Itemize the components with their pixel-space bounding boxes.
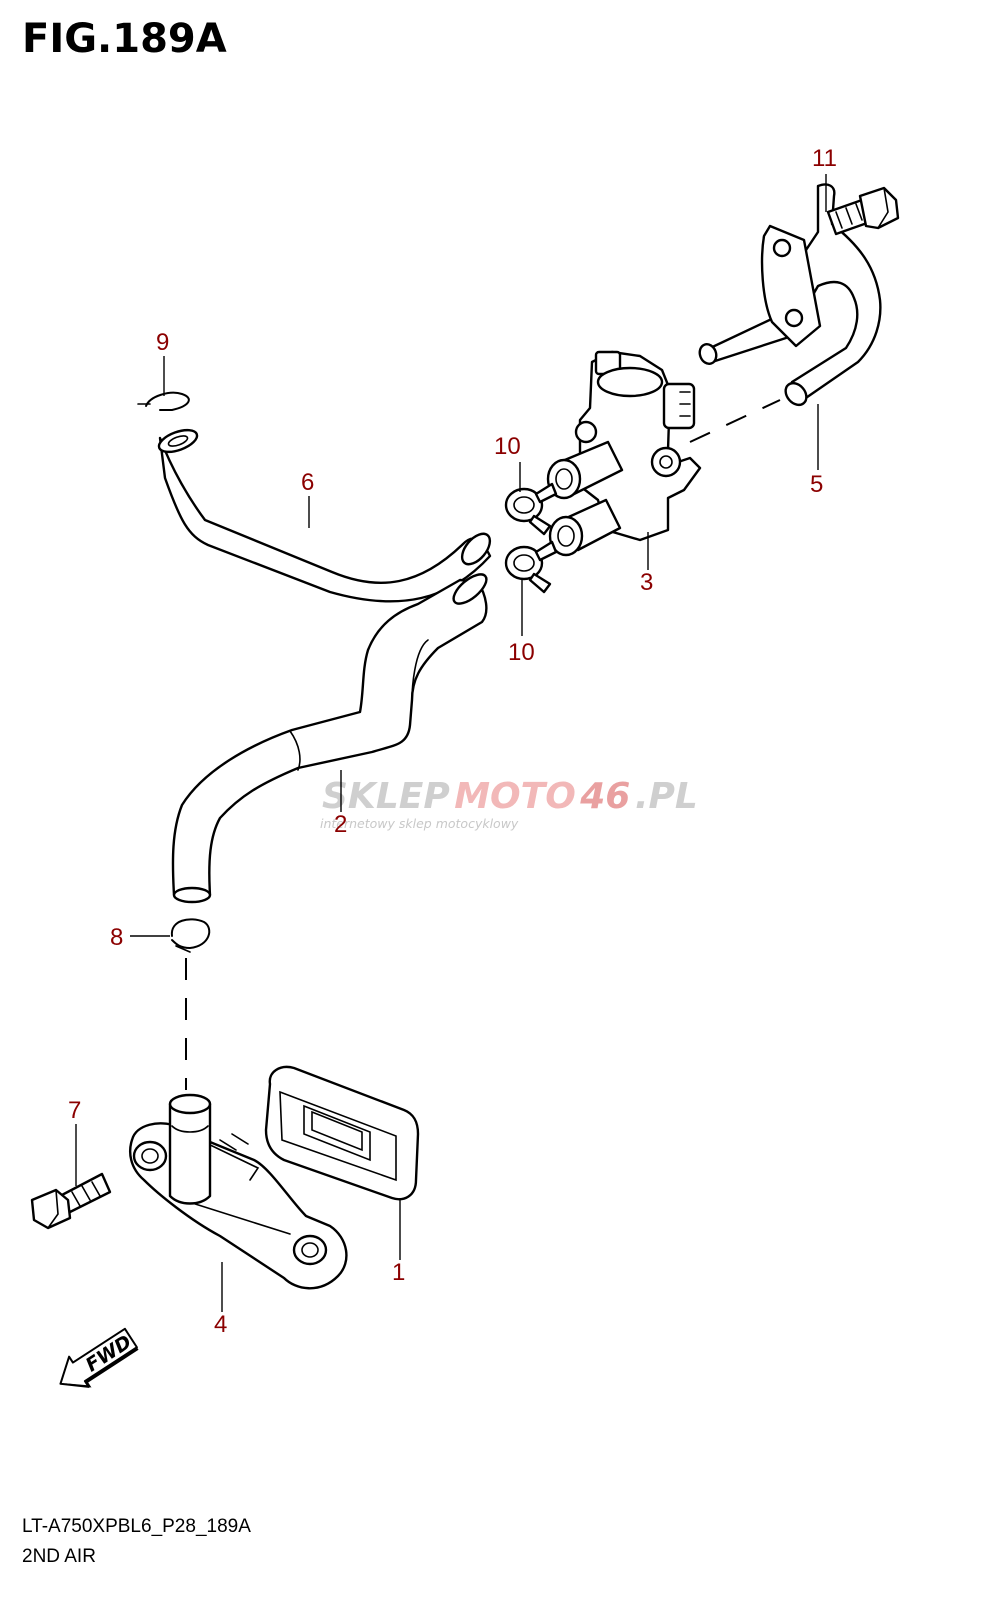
watermark: SKLEP MOTO 46 .PL internetowy sklep moto… <box>320 776 698 831</box>
part-11-bolt <box>826 186 900 236</box>
callout-8: 8 <box>110 924 123 951</box>
part-1-gasket <box>264 1065 420 1201</box>
part-8-clip <box>170 918 211 953</box>
part-9-clip <box>137 391 190 411</box>
part-3-valve <box>546 350 702 557</box>
callout-6: 6 <box>301 469 314 496</box>
callout-11: 11 <box>812 145 837 172</box>
part-7-bolt <box>30 1172 112 1230</box>
part-4-mount <box>129 1093 348 1290</box>
part-2-hose <box>171 573 488 904</box>
callout-3: 3 <box>640 569 653 596</box>
callout-10-upper: 10 <box>494 433 521 460</box>
part-10-clamp-upper <box>504 482 558 536</box>
callout-4: 4 <box>214 1311 227 1338</box>
watermark-text-c: 46 <box>579 776 630 817</box>
part-10-clamp-lower <box>504 540 558 594</box>
callout-9: 9 <box>156 329 169 356</box>
callout-2: 2 <box>334 811 347 838</box>
fwd-label: FWD <box>82 1331 136 1377</box>
watermark-text-b: MOTO <box>454 776 576 817</box>
watermark-text-d: .PL <box>635 776 698 817</box>
figure-title: FIG.189A <box>22 16 227 62</box>
callout-labels: 1 2 3 4 5 6 7 8 9 10 10 11 <box>68 145 837 1338</box>
leader-lines <box>75 174 827 1312</box>
svg-text:SKLEP MOTO 46: SKLEP MOTO 46 .PL <box>322 776 698 817</box>
callout-7: 7 <box>68 1097 81 1124</box>
footer-code: LT-A750XPBL6_P28_189A <box>22 1516 251 1537</box>
watermark-subtitle: internetowy sklep motocyklowy <box>320 816 519 831</box>
footer-name: 2ND AIR <box>22 1546 96 1567</box>
assembly-lines <box>185 399 781 1090</box>
part-6-hose <box>157 428 492 603</box>
watermark-text-a: SKLEP <box>322 776 450 817</box>
callout-10-lower: 10 <box>508 639 535 666</box>
fwd-arrow: FWD <box>59 1327 139 1388</box>
callout-5: 5 <box>810 471 823 498</box>
part-5-pipe <box>698 183 882 407</box>
callout-1: 1 <box>392 1259 405 1286</box>
